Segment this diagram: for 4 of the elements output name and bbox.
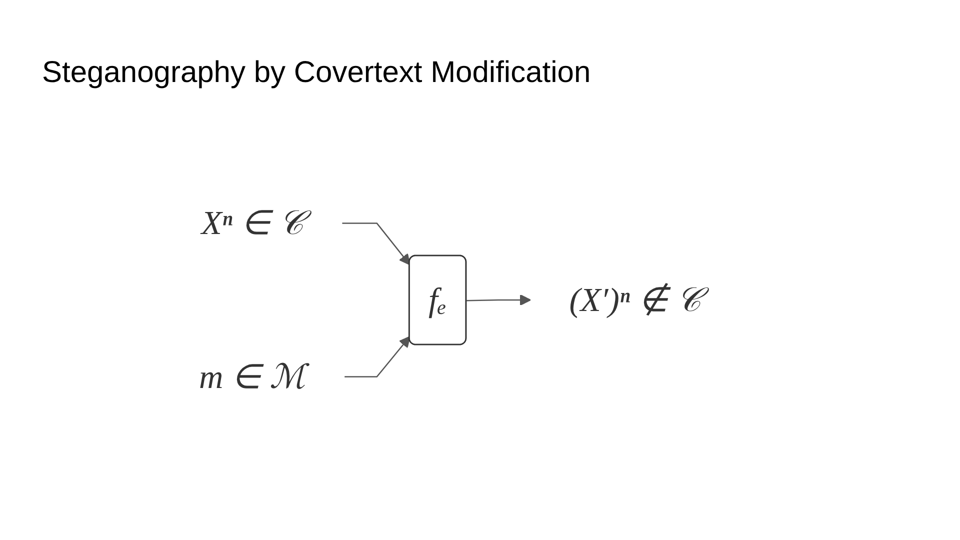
arrow — [344, 336, 410, 378]
arrow — [342, 222, 410, 266]
slide-title: Steganography by Covertext Modification — [42, 56, 591, 90]
arrow — [466, 294, 532, 306]
